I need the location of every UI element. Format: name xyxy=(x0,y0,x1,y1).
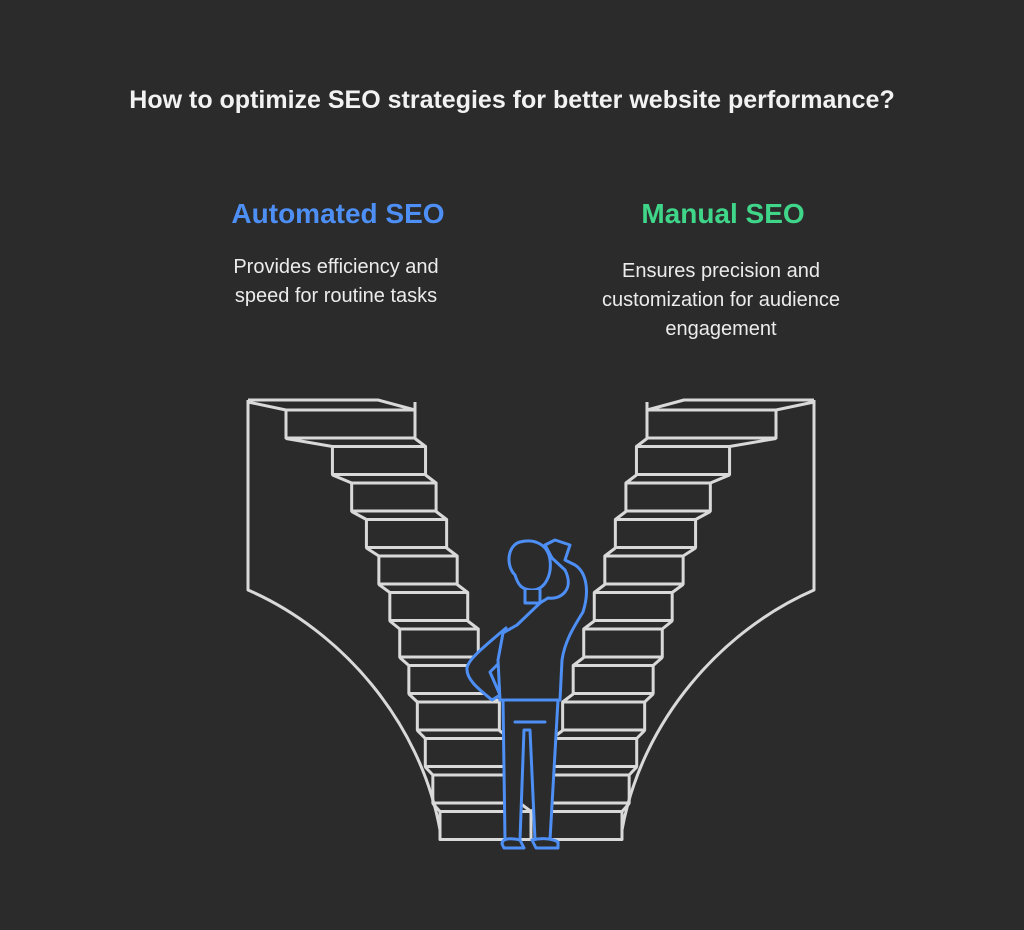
left-step xyxy=(350,510,449,549)
right-step xyxy=(571,656,664,695)
right-step xyxy=(634,437,777,476)
option-description-manual: Ensures precision and customization for … xyxy=(602,260,840,340)
diagram-title: How to optimize SEO strategies for bette… xyxy=(129,86,895,114)
option-heading-automated: Automated SEO xyxy=(231,198,445,229)
left-step xyxy=(285,437,428,476)
right-step xyxy=(582,619,674,659)
confused-person-icon xyxy=(465,538,588,850)
right-step xyxy=(613,510,712,549)
left-step xyxy=(388,619,480,659)
right-step xyxy=(550,729,646,768)
option-description-automated: Provides efficiency and speed for routin… xyxy=(233,256,439,307)
left-step xyxy=(377,583,470,622)
left-step xyxy=(331,473,438,513)
right-step xyxy=(561,692,655,732)
left-step xyxy=(416,729,512,768)
right-step xyxy=(645,400,815,440)
left-step xyxy=(407,692,501,732)
option-heading-manual: Manual SEO xyxy=(641,198,805,229)
left-step xyxy=(365,546,459,586)
right-step xyxy=(603,546,697,586)
right-wall xyxy=(620,398,816,831)
right-step xyxy=(592,583,685,622)
right-step xyxy=(624,473,731,513)
left-step xyxy=(247,400,417,440)
left-wall xyxy=(246,398,442,831)
right-step xyxy=(540,765,638,805)
